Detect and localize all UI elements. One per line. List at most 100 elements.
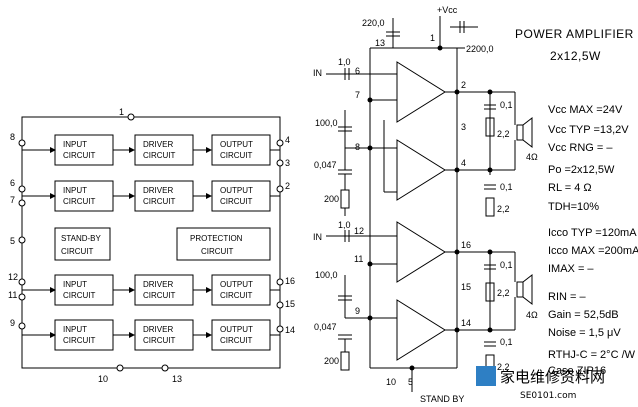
standby-circuit-block: [54, 227, 111, 261]
cap-01-label-b: 0,1: [500, 182, 513, 192]
block-text-input-4-2: CIRCUIT: [63, 336, 96, 345]
block-text-output-3-1: OUTPUT: [220, 280, 253, 289]
watermark: 家电维修资料网 SE0101.com: [476, 366, 605, 401]
diagram-title: POWER AMPLIFIER: [515, 27, 634, 41]
block-text-input-1-2: CIRCUIT: [63, 151, 96, 160]
block-text-output-4-2: CIRCUIT: [220, 336, 253, 345]
res-22-label-c: 2,2: [497, 288, 510, 298]
cap-100-label-a: 100,0: [315, 118, 338, 128]
sch-pin-3: 3: [461, 122, 466, 132]
sch-pin-11: 11: [354, 254, 363, 264]
cap-047-label-b: 0,047: [314, 322, 337, 332]
protection-circuit-block: [176, 227, 271, 261]
block-text-driver-4-1: DRIVER: [143, 325, 173, 334]
cap-220-label: 220,0: [362, 18, 385, 28]
standby-protection: [54, 227, 271, 261]
block-text-driver-2-2: CIRCUIT: [143, 197, 176, 206]
sch-pin-2: 2: [461, 80, 466, 90]
sch-pin-8: 8: [355, 142, 360, 152]
block-text-input-3-2: CIRCUIT: [63, 291, 96, 300]
block-text-driver-1-2: CIRCUIT: [143, 151, 176, 160]
sch-pin-13: 13: [375, 38, 385, 48]
sch-pin-9: 9: [355, 306, 360, 316]
schematic-junctions: [367, 45, 493, 371]
block-text-input-1-1: INPUT: [63, 140, 87, 149]
block-pin-2: 2: [285, 181, 290, 191]
sch-pin-14: 14: [461, 318, 471, 328]
spec-line: RL = 4 Ω: [548, 182, 592, 194]
standby-label-1: STAND-BY: [61, 234, 102, 243]
cap-1-0-label-b: 1,0: [338, 220, 351, 230]
speaker-1-impedance: 4Ω: [526, 152, 538, 162]
cap-01-label-c: 0,1: [500, 260, 513, 270]
vcc-label: +Vcc: [437, 5, 458, 15]
spec-line: Gain = 52,5dB: [548, 309, 619, 321]
cap-2200-label: 2200,0: [466, 44, 494, 54]
spec-line: Icco TYP =120mA: [548, 227, 637, 239]
input-2-label: IN: [313, 232, 322, 242]
watermark-text: 家电维修资料网: [500, 368, 605, 386]
cap-047-label-a: 0,047: [314, 160, 337, 170]
watermark-url: SE0101.com: [520, 391, 576, 401]
res-22-label-d: 2,2: [497, 362, 510, 372]
sch-pin-12: 12: [354, 226, 364, 236]
block-text-output-1-2: CIRCUIT: [220, 151, 253, 160]
spec-line: Icco MAX =200mA: [548, 245, 638, 257]
res-200-label-a: 200: [324, 194, 339, 204]
spec-line: Vcc MAX =24V: [548, 104, 623, 116]
block-pin-8: 8: [10, 132, 15, 142]
block-pin-labels: 1 8 6 7 5 12 11 9 4 3 2 16 15 14 10 13: [8, 107, 295, 384]
block-text-driver-4-2: CIRCUIT: [143, 336, 176, 345]
block-text-input-4-1: INPUT: [63, 325, 87, 334]
res-22-label-b: 2,2: [497, 204, 510, 214]
diagram-subtitle: 2x12,5W: [550, 49, 601, 63]
block-pin-9: 9: [10, 318, 15, 328]
spec-line: Vcc RNG = –: [548, 142, 613, 154]
protection-label-1: PROTECTION: [190, 234, 243, 243]
block-text-output-2-2: CIRCUIT: [220, 197, 253, 206]
spec-line: RTHJ-C = 2°C /W: [548, 349, 636, 361]
block-pin-markers: [18, 113, 284, 372]
spec-line: Noise = 1,5 μV: [548, 327, 621, 339]
block-text-output-1-1: OUTPUT: [220, 140, 253, 149]
sch-pin-15: 15: [461, 282, 471, 292]
block-text-driver-3-2: CIRCUIT: [143, 291, 176, 300]
spec-line: IMAX = –: [548, 263, 594, 275]
block-pin-12: 12: [8, 272, 18, 282]
block-text-input-2-2: CIRCUIT: [63, 197, 96, 206]
cap-01-label-d: 0,1: [500, 337, 513, 347]
schematic-labels: +Vcc 220,0 2200,0 IN 1,0 IN 1,0 100,0 10…: [313, 5, 538, 404]
block-text-input-2-1: INPUT: [63, 186, 87, 195]
spec-line: Vcc TYP =13,2V: [548, 124, 629, 136]
protection-label-2: CIRCUIT: [201, 247, 234, 256]
block-text-driver-2-1: DRIVER: [143, 186, 173, 195]
block-text-output-3-2: CIRCUIT: [220, 291, 253, 300]
sch-pin-4: 4: [461, 158, 466, 168]
sch-pin-1: 1: [430, 33, 435, 43]
sch-pin-7: 7: [355, 90, 360, 100]
block-pin-10: 10: [98, 374, 108, 384]
block-pin-15: 15: [285, 299, 295, 309]
block-pin-6: 6: [10, 178, 15, 188]
block-pin-7: 7: [10, 195, 15, 205]
spec-line: RIN = –: [548, 291, 586, 303]
speaker-2-impedance: 4Ω: [526, 310, 538, 320]
res-22-label-a: 2,2: [497, 129, 510, 139]
block-pin-11: 11: [8, 290, 17, 300]
block-text-output-4-1: OUTPUT: [220, 325, 253, 334]
spec-line: Case ZIP16: [548, 365, 606, 377]
sch-pin-16: 16: [461, 240, 471, 250]
sch-pin-10: 10: [386, 377, 396, 387]
cap-01-label-a: 0,1: [500, 100, 513, 110]
block-text-driver-3-1: DRIVER: [143, 280, 173, 289]
block-text-input-3-1: INPUT: [63, 280, 87, 289]
block-pin-3: 3: [285, 158, 290, 168]
standby-pin-label: STAND BY: [420, 394, 464, 404]
block-pin-1: 1: [119, 107, 124, 117]
block-pin-16: 16: [285, 276, 295, 286]
cap-1-0-label-a: 1,0: [338, 57, 351, 67]
res-200-label-b: 200: [324, 356, 339, 366]
sch-pin-5: 5: [408, 377, 413, 387]
